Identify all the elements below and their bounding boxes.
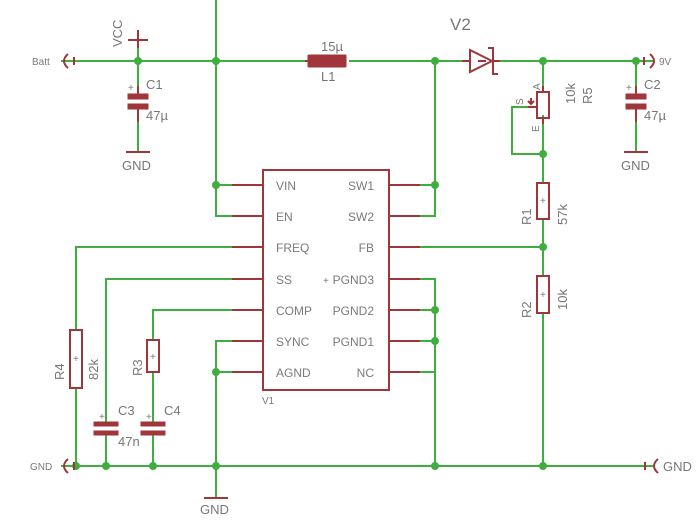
out-9v-label: 9V <box>659 57 672 68</box>
r4-value: 82k <box>86 359 101 380</box>
l1-name: L1 <box>321 69 335 84</box>
ic-pin-ss: SS <box>276 273 292 287</box>
r4-name: R4 <box>52 363 67 380</box>
ic-pin-vin: VIN <box>276 179 296 193</box>
c2-value: 47µ <box>644 108 666 123</box>
capacitor-c2: + C2 47µ <box>625 77 666 123</box>
c1-value: 47µ <box>146 108 168 123</box>
r3-name: R3 <box>130 359 145 376</box>
gnd-bottom-label: GND <box>200 502 229 517</box>
r5-pin-a: A <box>532 83 543 90</box>
trimmer-r5: A S E 10k R5 <box>515 83 595 132</box>
v1-name: V1 <box>262 396 275 407</box>
gnd-connector-right: GND <box>644 458 692 474</box>
out-9v-connector: 9V <box>643 53 672 69</box>
ic-pin-pgnd1: PGND1 <box>333 335 375 349</box>
r5-pin-s: S <box>515 98 526 105</box>
resistor-r3: + R3 <box>130 339 160 376</box>
svg-text:+: + <box>99 412 105 423</box>
r5-name: R5 <box>580 87 595 104</box>
resistor-r2: + R2 10k <box>519 275 570 318</box>
svg-text:+: + <box>540 196 546 207</box>
batt-connector: Batt <box>32 53 75 69</box>
ic-pin-pgnd2: PGND2 <box>333 304 375 318</box>
ic-pin-freq: FREQ <box>276 241 309 255</box>
gnd-c1-label: GND <box>122 158 151 173</box>
c2-name: C2 <box>644 77 661 92</box>
r2-name: R2 <box>519 301 534 318</box>
svg-text:+: + <box>146 412 152 423</box>
svg-text:+: + <box>323 276 329 287</box>
ic-pin-sync: SYNC <box>276 335 310 349</box>
svg-text:+: + <box>540 290 546 301</box>
ic-pin-sw1: SW1 <box>348 179 374 193</box>
ic-pin-comp: COMP <box>276 304 312 318</box>
gnd-left-label: GND <box>30 462 52 473</box>
inductor-l1: 15µ L1 <box>305 39 347 84</box>
resistor-r1: + R1 57k <box>519 182 570 225</box>
capacitor-c1: + C1 47µ <box>127 77 168 123</box>
capacitor-c4: + C4 <box>140 403 181 436</box>
ic-pin-agnd: AGND <box>276 366 311 380</box>
vcc-supply: VCC <box>110 20 148 48</box>
gnd-symbol-c2: GND <box>621 151 650 173</box>
ic-pin-pgnd3: PGND3 <box>333 273 375 287</box>
r5-pin-e: E <box>531 125 542 132</box>
v2-name: V2 <box>450 15 471 34</box>
gnd-symbol-bottom: GND <box>200 497 229 517</box>
l1-value: 15µ <box>321 39 343 54</box>
r2-value: 10k <box>555 289 570 310</box>
gnd-c2-label: GND <box>621 158 650 173</box>
ic-pin-en: EN <box>276 210 293 224</box>
ic-pin-fb: FB <box>359 241 374 255</box>
r5-value: 10k <box>563 83 578 104</box>
svg-text:+: + <box>128 83 134 94</box>
gnd-symbol-c1: GND <box>122 151 151 173</box>
r1-value: 57k <box>555 204 570 225</box>
capacitor-c3: + C3 47n <box>93 403 140 449</box>
c3-value: 47n <box>118 434 140 449</box>
c3-name: C3 <box>118 403 135 418</box>
svg-text:+: + <box>150 352 156 363</box>
resistor-r4: + R4 82k <box>52 329 101 389</box>
r1-name: R1 <box>519 208 534 225</box>
ic-pin-nc: NC <box>357 366 375 380</box>
batt-label: Batt <box>32 57 50 68</box>
junction-dots <box>72 57 640 470</box>
vcc-label: VCC <box>110 20 125 47</box>
svg-text:+: + <box>626 83 632 94</box>
c4-name: C4 <box>164 403 181 418</box>
gnd-right-label: GND <box>663 459 692 474</box>
ic-v1: VIN EN FREQ SS COMP SYNC AGND SW1 SW2 FB… <box>232 169 420 407</box>
ic-pin-sw2: SW2 <box>348 210 374 224</box>
svg-text:+: + <box>73 354 79 365</box>
gnd-connector-left: GND <box>30 458 75 474</box>
c1-name: C1 <box>146 77 163 92</box>
diode-v2: V2 <box>450 15 500 75</box>
